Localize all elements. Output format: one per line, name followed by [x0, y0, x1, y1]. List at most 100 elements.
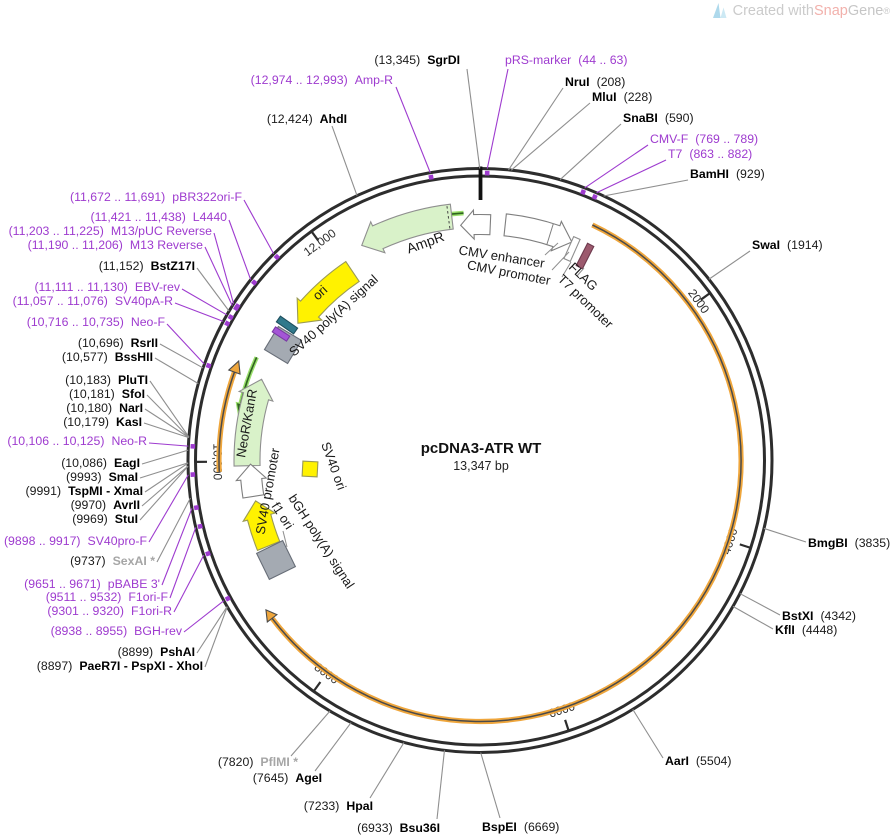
watermark-brand-gene: Gene [847, 3, 884, 19]
site-bstz17i: (11,152)BstZ17I [99, 259, 230, 312]
site-label: MluI(228) [592, 90, 652, 104]
site-label: CMV-F(769 .. 789) [650, 132, 758, 146]
site-label: (10,183)PluTI [65, 373, 148, 387]
site-label: AarI(5504) [665, 754, 731, 768]
site-cmv-f: CMV-F(769 .. 789) [580, 132, 758, 196]
site-paer7i-pspxi-xhoi: (8897)PaeR7I - PspXI - XhoI [37, 606, 228, 673]
leader-line [181, 288, 228, 316]
leader-line [632, 709, 664, 759]
site-label: (7233)HpaI [304, 799, 373, 813]
scale-tick-mark [310, 231, 320, 242]
primer-site-marker [428, 174, 434, 180]
site-neo-r: (10,106 .. 10,125)Neo-R [7, 434, 196, 449]
site-label: (9737)SexAI * [70, 554, 155, 568]
leader-line [732, 605, 774, 630]
primer-site-marker [484, 170, 490, 176]
scale-tick-mark [564, 719, 570, 731]
site-avrii: (9970)AvrII [71, 465, 189, 512]
leader-line [161, 508, 193, 586]
scale-tick-mark [700, 292, 711, 301]
leader-line [196, 606, 228, 654]
site-label: (11,190 .. 11,206)M13 Reverse [28, 238, 204, 252]
site-bamhi: BamHI(929) [603, 167, 765, 197]
watermark-prefix: Created with [732, 3, 814, 19]
site-bspei: BspEI(6669) [480, 752, 559, 834]
site-aari: AarI(5504) [632, 709, 731, 768]
site-nrui: NruI(208) [508, 75, 625, 171]
feature-left-arc [216, 359, 241, 472]
primer-site-marker [190, 472, 196, 477]
feature-leader-line [544, 242, 559, 256]
site-label: (9991)TspMI - XmaI [26, 484, 143, 498]
site-label: (11,111 .. 11,130)EBV-rev [34, 280, 180, 294]
site-label: (13,345)SgrDI [374, 53, 460, 67]
leader-line [139, 465, 189, 521]
leader-line [139, 462, 189, 479]
feature-label-sv40-ori: SV40 ori [318, 440, 349, 492]
site-amp-r: (12,974 .. 12,993)Amp-R [251, 73, 434, 180]
leader-line [243, 199, 275, 255]
leader-line [708, 250, 751, 280]
site-label: (9898 .. 9917)SV40pro-F [4, 534, 148, 548]
site-f1ori-r: (9301 .. 9320)F1ori-R [47, 550, 211, 618]
leader-line [559, 123, 622, 181]
leader-line [196, 267, 230, 312]
leader-line [466, 68, 481, 169]
site-label: (10,181)SfoI [69, 387, 145, 401]
site-agei: (7645)AgeI [253, 722, 352, 785]
scale-tick-label: 12,000 [301, 226, 339, 259]
site-sgrdi: (13,345)SgrDI [374, 53, 481, 169]
feature-polya-flag-purple [271, 326, 291, 342]
primer-site-marker [234, 303, 241, 310]
site-bmgbi: BmgBI(3835) [763, 527, 890, 550]
primer-site-marker [190, 443, 196, 449]
leader-line [183, 600, 225, 633]
primer-site-marker [227, 314, 234, 321]
site-label: (9651 .. 9671)pBABE 3' [24, 577, 160, 591]
site-label: (9301 .. 9320)F1ori-R [47, 604, 172, 618]
scale-tick-mark [739, 543, 751, 549]
site-label: (8897)PaeR7I - PspXI - XhoI [37, 659, 203, 673]
leader-line [331, 125, 358, 196]
leader-line [510, 102, 591, 171]
site-label: BamHI(929) [690, 167, 765, 181]
leader-line [174, 302, 224, 322]
primer-site-marker [193, 504, 200, 511]
primer-site-marker [224, 320, 231, 327]
leader-line [143, 422, 190, 439]
site-pbabe-3-: (9651 .. 9671)pBABE 3' [24, 504, 200, 591]
site-label: BspEI(6669) [482, 820, 559, 834]
site-label: SwaI(1914) [752, 238, 823, 252]
leader-line [369, 742, 405, 799]
scale-tick-mark [313, 681, 322, 692]
leader-line [166, 323, 205, 365]
site-sv40pa-r: (11,057 .. 11,076)SV40pA-R [13, 294, 231, 327]
primer-site-marker [224, 595, 231, 602]
feature-ampr-promoter [459, 208, 492, 241]
site-label: NruI(208) [565, 75, 625, 89]
site-rsrii: (10,696)RsrII [78, 336, 204, 369]
site-hpai: (7233)HpaI [304, 742, 405, 813]
leader-line [169, 527, 197, 599]
site-stui: (9969)StuI [72, 465, 189, 526]
site-label: (10,086)EagI [61, 456, 140, 470]
site-swai: SwaI(1914) [708, 238, 823, 280]
leader-line [228, 219, 252, 280]
leader-line [739, 593, 781, 616]
site-label: (7820)PflMI * [218, 755, 298, 769]
primer-site-marker [250, 279, 258, 286]
site-label: (10,716 .. 10,735)Neo-F [27, 315, 166, 329]
site-label: (10,577)BssHII [62, 350, 153, 364]
leader-line [144, 462, 189, 493]
site-tspmi-xmai: (9991)TspMI - XmaI [26, 462, 189, 498]
feature-f1-ori [255, 539, 297, 581]
leader-line [173, 554, 205, 613]
feature-ampr [361, 203, 454, 254]
site-label: (12,424)AhdI [267, 112, 347, 126]
feature-bgh-polya [242, 500, 281, 552]
feature-leader-line [551, 251, 570, 271]
site-label: T7(863 .. 882) [668, 147, 752, 161]
site-ebv-rev: (11,111 .. 11,130)EBV-rev [34, 280, 234, 321]
primer-site-marker [591, 193, 598, 200]
